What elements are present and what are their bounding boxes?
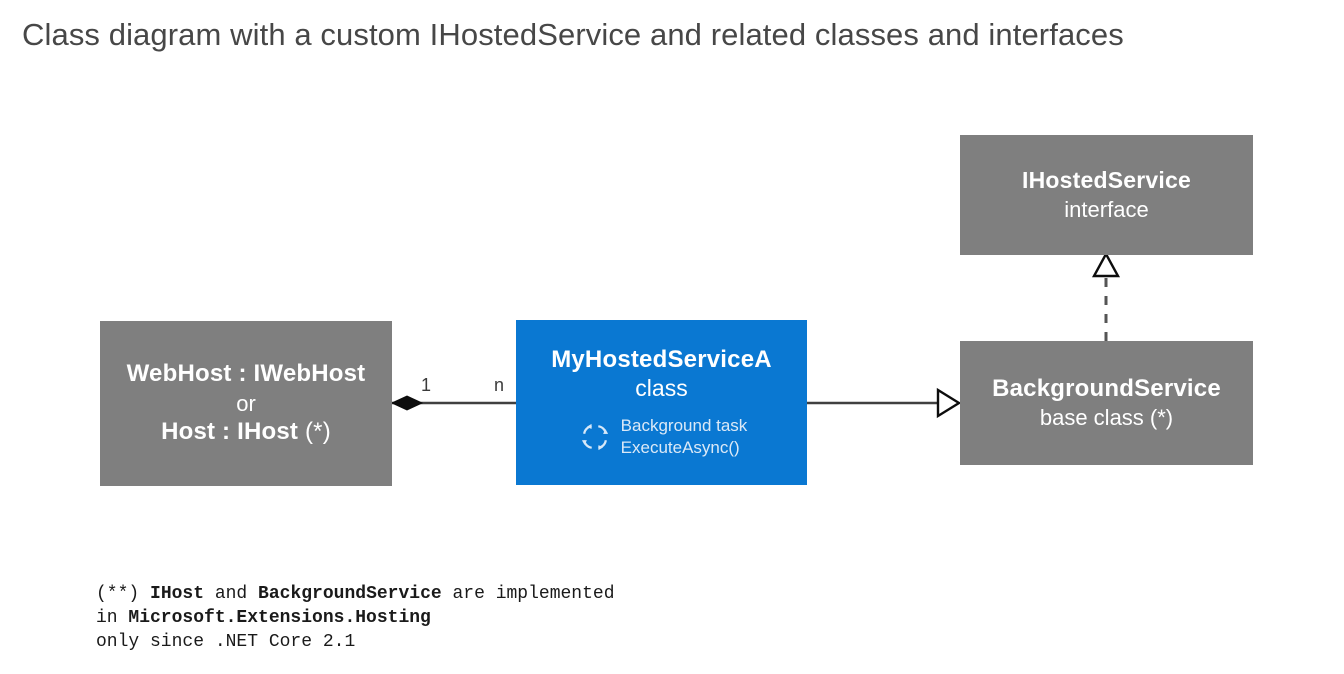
webhost-title-line1: WebHost : IWebHost [126, 360, 366, 388]
class-node-webhost[interactable]: WebHost : IWebHost or Host : IHost (*) [100, 321, 392, 486]
multiplicity-label-target: n [494, 375, 505, 395]
backgroundservice-stereotype: base class (*) [1039, 405, 1174, 431]
webhost-title-line2-row: Host : IHost (*) [161, 418, 331, 446]
webhost-title-line2: Host : IHost [161, 418, 299, 446]
footnote-line1-backgroundservice: BackgroundService [258, 584, 442, 604]
footnote-line2-prefix: in [96, 607, 129, 628]
hollow-triangle-marker [936, 387, 962, 419]
filled-diamond-marker [390, 395, 424, 411]
edge-generalization-myhostedservicea-backgroundservice [807, 387, 962, 419]
class-node-myhostedservicea[interactable]: MyHostedServiceA class [516, 320, 807, 485]
background-task-text: Background task ExecuteAsync() [621, 415, 748, 459]
footnote-line2-namespace: Microsoft.Extensions.Hosting [128, 607, 431, 628]
multiplicity-label-source: 1 [421, 375, 432, 395]
background-task-row: Background task ExecuteAsync() [576, 415, 748, 459]
footnote-line1: (**) IHost and BackgroundService are imp… [96, 584, 615, 604]
edge-composition-webhost-myhostedservicea [390, 395, 516, 411]
background-task-cycle-icon [581, 424, 608, 451]
background-task-line1: Background task [620, 416, 748, 436]
page-title: Class diagram with a custom IHostedServi… [22, 17, 1124, 52]
footnote-line1-ihost: IHost [150, 584, 205, 604]
footnote-line2: in Microsoft.Extensions.Hosting [96, 608, 431, 628]
hollow-triangle-marker [1091, 251, 1121, 278]
webhost-title-line2-suffix: (*) [298, 418, 331, 446]
footnote-line3: only since .NET Core 2.1 [96, 631, 356, 652]
interface-node-ihostedservice[interactable]: IHostedService interface [960, 135, 1253, 255]
myhostedservicea-stereotype: class [635, 375, 688, 402]
ihostedservice-stereotype: interface [1064, 196, 1149, 222]
edge-realization-backgroundservice-ihostedservice [1091, 251, 1121, 341]
ihostedservice-title: IHostedService [1022, 167, 1191, 194]
webhost-or-label: or [236, 390, 256, 416]
class-node-backgroundservice[interactable]: BackgroundService base class (*) [960, 341, 1253, 465]
footnote-line1-and: and [204, 584, 259, 604]
backgroundservice-title: BackgroundService [992, 374, 1221, 402]
footnote-block: (**) IHost and BackgroundService are imp… [96, 583, 615, 655]
footnote-line1-suffix: are implemented [441, 584, 615, 604]
background-task-line2: ExecuteAsync() [620, 438, 740, 458]
footnote-line1-prefix: (**) [96, 584, 151, 604]
myhostedservicea-title: MyHostedServiceA [551, 346, 772, 373]
